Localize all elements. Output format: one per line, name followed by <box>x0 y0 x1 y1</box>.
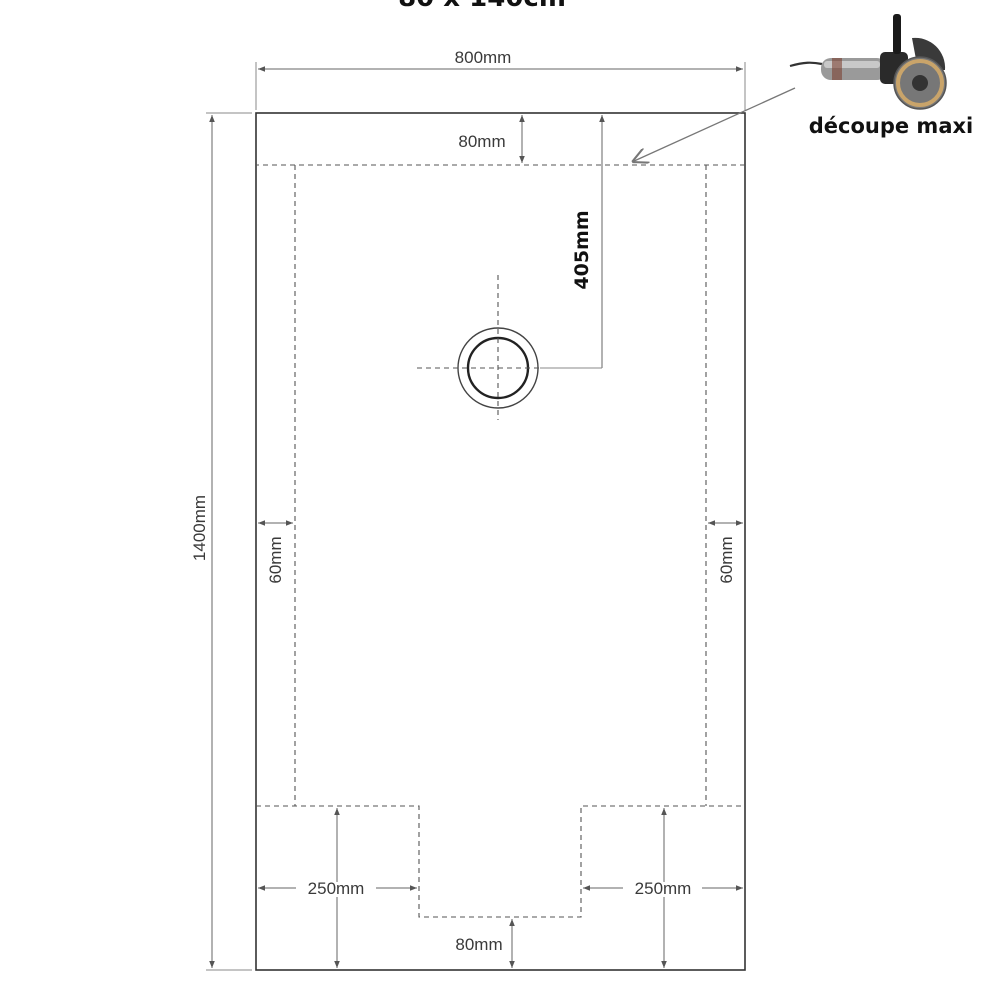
bottom-margin-dimension: 80mm <box>455 919 515 968</box>
left-notch-dimension: 250mm <box>258 808 417 968</box>
left-margin-dimension: 60mm <box>258 520 293 584</box>
drain-offset-dimension: 405mm <box>540 115 605 369</box>
max-cut-outline <box>256 164 745 918</box>
width-label: 800mm <box>455 48 512 67</box>
height-label: 1400mm <box>190 495 209 561</box>
max-cut-label: découpe maxi <box>809 114 973 138</box>
angle-grinder-icon <box>789 14 947 110</box>
right-notch-dimension: 250mm <box>583 808 743 968</box>
tray-outline <box>255 112 746 971</box>
left-notch-label: 250mm <box>308 879 365 898</box>
bottom-margin-label: 80mm <box>455 935 502 954</box>
drain-offset-label: 405mm <box>571 210 593 289</box>
callout-arrow <box>632 87 796 162</box>
right-margin-dimension: 60mm <box>708 520 743 584</box>
left-margin-label: 60mm <box>266 536 285 583</box>
right-notch-label: 250mm <box>635 879 692 898</box>
diagram-title: 80 x 140cm <box>398 0 566 13</box>
height-dimension: 1400mm <box>190 112 252 971</box>
top-margin-dimension: 80mm <box>458 115 525 163</box>
right-margin-label: 60mm <box>717 536 736 583</box>
top-margin-label: 80mm <box>458 132 505 151</box>
width-dimension: 800mm <box>255 48 746 110</box>
drain-symbol <box>417 275 585 420</box>
